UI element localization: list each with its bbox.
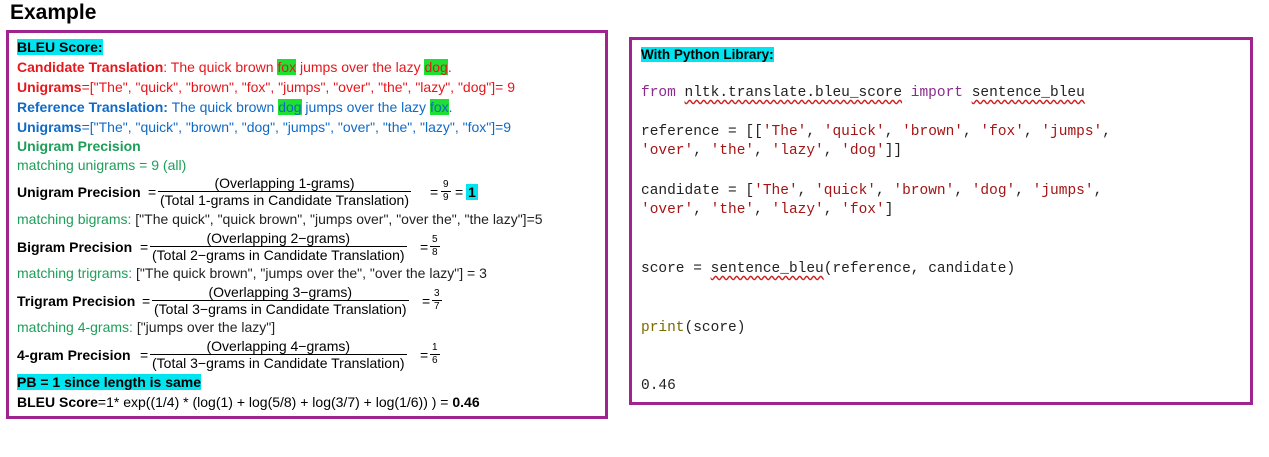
bleu-result: 0.46	[452, 394, 480, 410]
pb-line: PB = 1 since length is same	[17, 374, 202, 390]
trigram-small-fraction: 3 7	[432, 288, 442, 312]
unigram-precision-heading: Unigram Precision	[17, 138, 141, 154]
reference-code: reference = [['The', 'quick', 'brown', '…	[641, 124, 1111, 159]
candidate-highlight-fox: fox	[277, 59, 297, 75]
reference-highlight-fox: fox	[429, 99, 449, 115]
python-library-panel: With Python Library: from nltk.translate…	[629, 37, 1253, 405]
bleu-heading: BLEU Score:	[17, 39, 103, 55]
unigram-small-fraction: 9 9	[441, 179, 451, 203]
bleu-formula-line: BLEU Score=1* exp((1/4) * (log(1) + log(…	[17, 394, 480, 410]
fourgram-fraction: (Overlapping 4−grams) (Total 3−grams in …	[150, 338, 407, 371]
reference-translation-line: Reference Translation: The quick brown d…	[17, 99, 453, 115]
matching-trigrams-line: matching trigrams: ["The quick brown", "…	[17, 265, 487, 281]
bigram-small-fraction: 5 8	[430, 234, 440, 258]
unigram-result: 1	[466, 184, 478, 200]
print-code: print(score)	[641, 320, 746, 336]
matching-unigrams-line: matching unigrams = 9 (all)	[17, 157, 187, 173]
example-title: Example	[10, 1, 97, 24]
candidate-code: candidate = ['The', 'quick', 'brown', 'd…	[641, 183, 1103, 218]
candidate-unigrams-line: Unigrams=["The", "quick", "brown", "fox"…	[17, 79, 515, 95]
matching-bigrams-line: matching bigrams: ["The quick", "quick b…	[17, 211, 543, 227]
output-value: 0.46	[641, 378, 676, 394]
bigram-fraction: (Overlapping 2−grams) (Total 2−grams in …	[150, 230, 407, 263]
bleu-explanation-panel: BLEU Score: Candidate Translation: The q…	[6, 30, 608, 419]
candidate-highlight-dog: dog	[424, 59, 448, 75]
fourgram-small-fraction: 1 6	[430, 342, 440, 366]
trigram-fraction: (Overlapping 3−grams) (Total 3−grams in …	[152, 284, 409, 317]
import-line: from nltk.translate.bleu_score import se…	[641, 85, 1085, 101]
reference-highlight-dog: dog	[278, 99, 302, 115]
score-code: score = sentence_bleu(reference, candida…	[641, 261, 1016, 277]
python-heading: With Python Library:	[641, 47, 774, 62]
reference-unigrams-line: Unigrams=["The", "quick", "brown", "dog"…	[17, 119, 512, 135]
matching-4grams-line: matching 4-grams: ["jumps over the lazy"…	[17, 319, 276, 335]
unigram-fraction: (Overlapping 1-grams) (Total 1-grams in …	[158, 175, 412, 208]
candidate-translation-line: Candidate Translation: The quick brown f…	[17, 59, 452, 75]
